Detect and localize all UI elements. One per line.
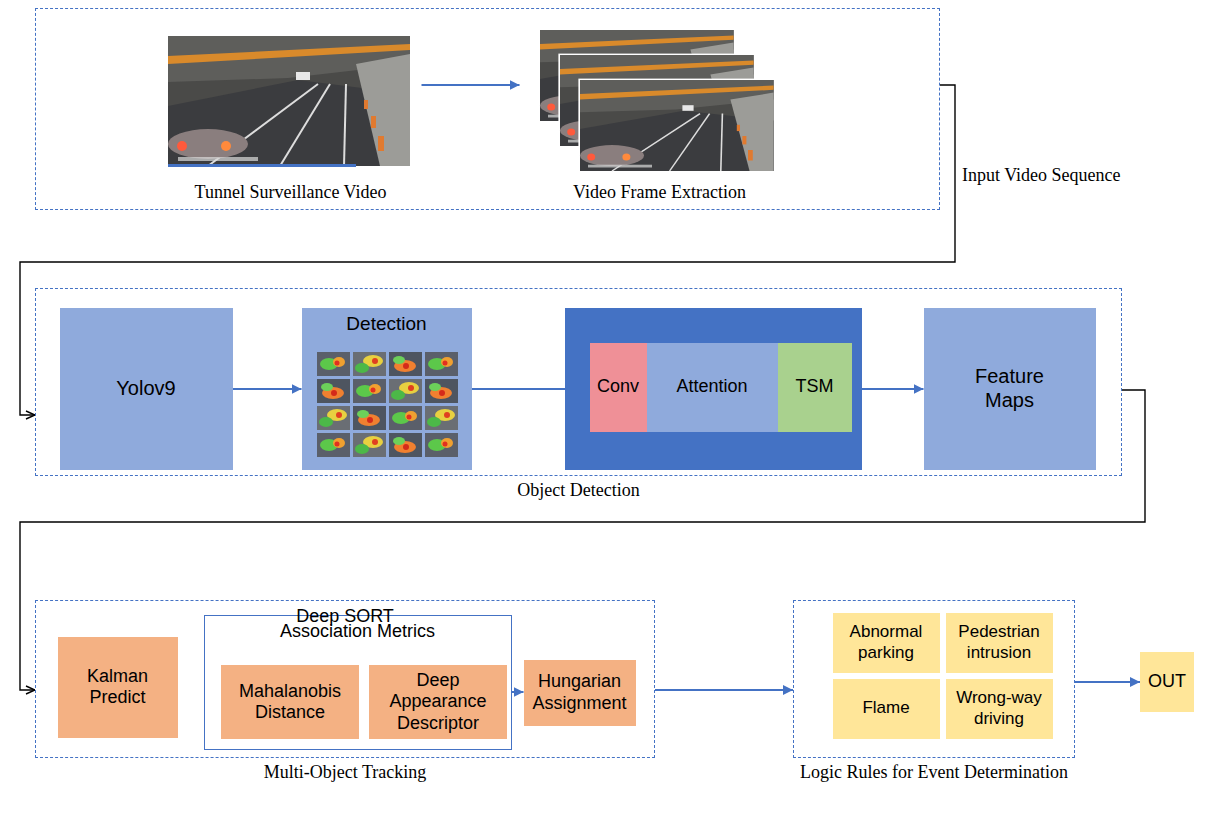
section-caption: Tunnel Surveillance Video (160, 182, 422, 203)
group-frame: Logic Rules for Event DeterminationAbnor… (793, 600, 1075, 758)
box-label: Feature Maps (965, 365, 1055, 412)
event-box: Abnormal parking (833, 613, 940, 673)
box-label: Deep Appearance Descriptor (373, 670, 503, 734)
section-caption: Input Video Sequence (962, 165, 1121, 186)
group-box: Association MetricsMahalanobis Distance D… (204, 615, 512, 750)
box-label: Flame (862, 698, 909, 718)
event-box: Pedestrian intrusion (946, 613, 1053, 673)
box-label: Abnormal parking (837, 622, 936, 662)
flow-arrow (852, 388, 924, 390)
output-box: OUT (1140, 652, 1194, 712)
video-frame (578, 79, 775, 173)
process-box: Mahalanobis Distance (221, 665, 359, 739)
video-frame (558, 54, 755, 148)
group-frame: Input Video SequenceTunnel Surveillance … (35, 8, 940, 210)
module-panel (565, 308, 862, 470)
flow-arrow (512, 691, 524, 693)
process-box: Feature Maps (924, 308, 1096, 470)
group-frame: Object DetectionYolov9DetectionConvAtten… (35, 288, 1122, 476)
box-label: Wrong-way driving (950, 688, 1049, 728)
flow-arrow (472, 388, 590, 390)
group-frame: Deep SORTMulti-Object TrackingKalman Pre… (35, 600, 655, 758)
event-box: Flame (833, 679, 940, 739)
event-box: Wrong-way driving (946, 679, 1053, 739)
video-progress-bar (168, 164, 356, 167)
module-block: TSM (778, 343, 852, 432)
process-box: Yolov9 (60, 308, 233, 470)
video-frame (538, 29, 735, 123)
box-label: TSM (796, 376, 834, 397)
flow-arrow (655, 689, 793, 691)
box-label: OUT (1148, 671, 1186, 692)
flow-arrow (1075, 681, 1140, 683)
process-box: Hungarian Assignment (524, 660, 636, 726)
flow-arrow (422, 84, 520, 86)
process-box: Detection (302, 308, 472, 470)
module-block: Conv (590, 343, 647, 432)
image-caption-box: Video Frame Extraction (520, 28, 800, 206)
section-caption: Object Detection (0, 480, 1181, 501)
box-label: Mahalanobis Distance (225, 681, 355, 723)
box-label: Conv (597, 376, 639, 397)
box-label: Kalman Predict (62, 666, 174, 708)
box-heading: Detection (302, 313, 472, 335)
detection-thumbnails (317, 352, 458, 457)
tunnel-photo (168, 36, 410, 166)
module-block: Attention (647, 343, 778, 432)
section-caption: Multi-Object Tracking (0, 762, 714, 783)
image-caption-box: Tunnel Surveillance Video (160, 36, 422, 206)
section-caption: Video Frame Extraction (520, 182, 800, 203)
box-label: Yolov9 (116, 377, 175, 401)
flow-arrow (233, 388, 302, 390)
box-label: Pedestrian intrusion (950, 622, 1049, 662)
box-label: Attention (676, 376, 747, 397)
process-box: Kalman Predict (58, 637, 178, 738)
box-label: Hungarian Assignment (528, 671, 632, 713)
process-box: Deep Appearance Descriptor (369, 665, 507, 739)
box-heading: Association Metrics (205, 621, 511, 642)
section-caption: Logic Rules for Event Determination (734, 762, 1134, 783)
